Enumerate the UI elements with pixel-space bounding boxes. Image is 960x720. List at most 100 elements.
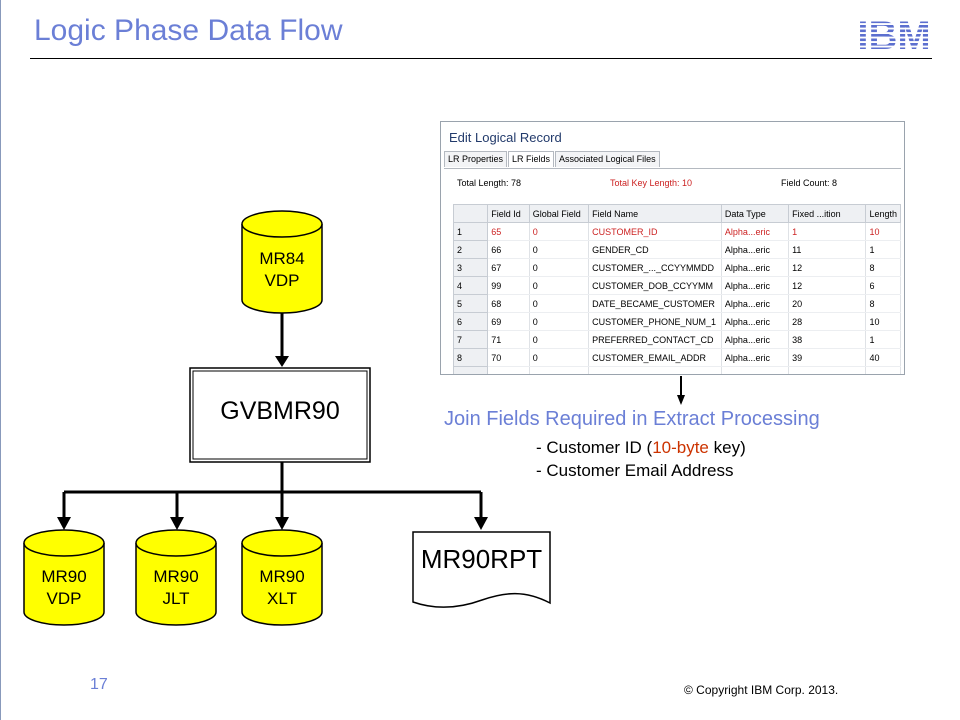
gvbmr90-program-box bbox=[189, 367, 371, 463]
arrowhead-join-fields bbox=[677, 395, 685, 405]
field-id-cell: 69 bbox=[487, 312, 530, 331]
fixed-position-cell: 39 bbox=[788, 348, 867, 367]
mr90-vdp-datastore bbox=[23, 529, 105, 626]
fixed-position-cell: 38 bbox=[788, 330, 867, 349]
copyright-notice: © Copyright IBM Corp. 2013. bbox=[684, 683, 839, 697]
mr84-vdp-label: MR84 VDP bbox=[259, 249, 305, 290]
row-number: 8 bbox=[452, 348, 489, 367]
field-name-cell: GENDER_CD bbox=[588, 240, 722, 259]
row-number: 4 bbox=[452, 276, 489, 295]
field-id-cell: 70 bbox=[487, 348, 530, 367]
table-row[interactable]: 2 66 0 GENDER_CD Alpha...eric 11 1 bbox=[452, 240, 901, 259]
tab-lr-properties[interactable]: LR Properties bbox=[444, 151, 508, 167]
table-row[interactable]: 8 70 0 CUSTOMER_EMAIL_ADDR Alpha...eric … bbox=[452, 348, 901, 367]
data-type-cell: Alpha...eric bbox=[721, 240, 790, 259]
field-name-cell: CUSTOMER_ID bbox=[588, 222, 722, 241]
table-row[interactable]: 1 65 0 CUSTOMER_ID Alpha...eric 1 10 bbox=[452, 222, 901, 241]
column-header[interactable]: Length bbox=[865, 204, 901, 223]
arrowhead-gvbmr90 bbox=[275, 356, 289, 367]
mr90-xlt-label: MR90 XLT bbox=[259, 567, 305, 608]
field-name-cell: PREFERRED_CONTACT_CD bbox=[588, 330, 722, 349]
table-row[interactable]: 4 99 0 CUSTOMER_DOB_CCYYMM Alpha...eric … bbox=[452, 276, 901, 295]
field-id-cell: 66 bbox=[487, 240, 530, 259]
mr90-xlt-datastore bbox=[241, 529, 323, 626]
field-name-cell: CUSTOMER_EMAIL_ADDR bbox=[588, 348, 722, 367]
mr90rpt-label: MR90RPT bbox=[420, 544, 543, 574]
field-id-cell: 67 bbox=[487, 258, 530, 277]
lr-fields-table: Field Id Global Field Field Name Data Ty… bbox=[452, 204, 901, 374]
length-cell: 1 bbox=[865, 240, 901, 259]
window-title: Edit Logical Record bbox=[449, 130, 562, 145]
arrowhead-mr90rpt bbox=[474, 517, 488, 530]
field-id-cell: 71 bbox=[487, 330, 530, 349]
table-row[interactable]: 5 68 0 DATE_BECAME_CUSTOMER Alpha...eric… bbox=[452, 294, 901, 313]
global-field-cell: 0 bbox=[529, 294, 590, 313]
row-number: 1 bbox=[452, 222, 489, 241]
page-number: 17 bbox=[90, 676, 108, 693]
fixed-position-cell: 28 bbox=[788, 312, 867, 331]
fixed-position-cell: 1 bbox=[788, 222, 867, 241]
slide-title: Logic Phase Data Flow bbox=[34, 14, 343, 47]
global-field-cell: 0 bbox=[529, 348, 590, 367]
arrowhead-mr90-vdp bbox=[57, 517, 71, 530]
join-field-customer-email: - Customer Email Address bbox=[536, 461, 734, 480]
ibm-logo: IBM bbox=[857, 16, 930, 52]
global-field-cell: 0 bbox=[529, 312, 590, 331]
join-fields-heading: Join Fields Required in Extract Processi… bbox=[444, 408, 820, 430]
field-name-cell: CUSTOMER_..._CCYYMMDD bbox=[588, 258, 722, 277]
row-number: 2 bbox=[452, 240, 489, 259]
column-header[interactable]: Field Id bbox=[487, 204, 530, 223]
arrowhead-mr90-jlt bbox=[170, 517, 184, 530]
fixed-position-cell: 12 bbox=[788, 258, 867, 277]
fixed-position-cell: 11 bbox=[788, 240, 867, 259]
title-divider bbox=[30, 58, 932, 59]
column-header[interactable]: Field Name bbox=[588, 204, 722, 223]
table-row[interactable]: 6 69 0 CUSTOMER_PHONE_NUM_1 Alpha...eric… bbox=[452, 312, 901, 331]
global-field-cell: 0 bbox=[529, 258, 590, 277]
length-cell: 6 bbox=[865, 276, 901, 295]
mr84-vdp-datastore bbox=[241, 210, 323, 314]
window-tabs: LR Properties LR Fields Associated Logic… bbox=[444, 151, 661, 167]
total-key-length: Total Key Length: 10 bbox=[610, 178, 693, 188]
global-field-cell: 0 bbox=[529, 222, 590, 241]
data-type-cell: Alpha...eric bbox=[721, 294, 790, 313]
data-type-cell: Alpha...eric bbox=[721, 330, 790, 349]
table-row[interactable]: 3 67 0 CUSTOMER_..._CCYYMMDD Alpha...eri… bbox=[452, 258, 901, 277]
row-number: 6 bbox=[452, 312, 489, 331]
field-id-cell: 68 bbox=[487, 294, 530, 313]
tab-associated-logical-files[interactable]: Associated Logical Files bbox=[555, 151, 660, 167]
total-length: Total Length: 78 bbox=[457, 178, 522, 188]
column-header[interactable]: Global Field bbox=[528, 204, 590, 223]
mr90-jlt-label: MR90 JLT bbox=[153, 567, 199, 608]
edit-logical-record-window: Edit Logical Record LR Properties LR Fie… bbox=[440, 121, 905, 375]
table-row[interactable]: 7 71 0 PREFERRED_CONTACT_CD Alpha...eric… bbox=[452, 330, 901, 349]
data-type-cell: Alpha...eric bbox=[721, 276, 790, 295]
lr-fields-panel bbox=[444, 168, 901, 373]
field-name-cell: DATE_BECAME_CUSTOMER bbox=[588, 294, 722, 313]
gvbmr90-label: GVBMR90 bbox=[220, 397, 340, 425]
row-number: 3 bbox=[452, 258, 489, 277]
field-count: Field Count: 8 bbox=[781, 178, 838, 188]
mr90-vdp-label: MR90 VDP bbox=[41, 567, 87, 608]
table-header-row: Field Id Global Field Field Name Data Ty… bbox=[452, 204, 901, 223]
arrowhead-mr90-xlt bbox=[275, 517, 289, 530]
length-cell: 10 bbox=[865, 222, 901, 241]
length-cell: 8 bbox=[865, 258, 901, 277]
length-cell: 1 bbox=[865, 330, 901, 349]
column-header[interactable]: Fixed ...ition bbox=[788, 204, 867, 223]
tab-lr-fields[interactable]: LR Fields bbox=[508, 151, 555, 167]
global-field-cell: 0 bbox=[529, 276, 590, 295]
fixed-position-cell: 12 bbox=[788, 276, 867, 295]
column-header[interactable]: Data Type bbox=[720, 204, 790, 223]
field-name-cell: CUSTOMER_DOB_CCYYMM bbox=[588, 276, 722, 295]
mr90-jlt-datastore bbox=[135, 529, 217, 626]
table-row-empty bbox=[452, 366, 901, 374]
global-field-cell: 0 bbox=[529, 330, 590, 349]
row-number: 7 bbox=[452, 330, 489, 349]
field-id-cell: 99 bbox=[487, 276, 530, 295]
svg-text:IBM: IBM bbox=[857, 16, 930, 52]
mr90rpt-report-document bbox=[412, 531, 551, 608]
length-cell: 10 bbox=[865, 312, 901, 331]
data-type-cell: Alpha...eric bbox=[721, 348, 790, 367]
